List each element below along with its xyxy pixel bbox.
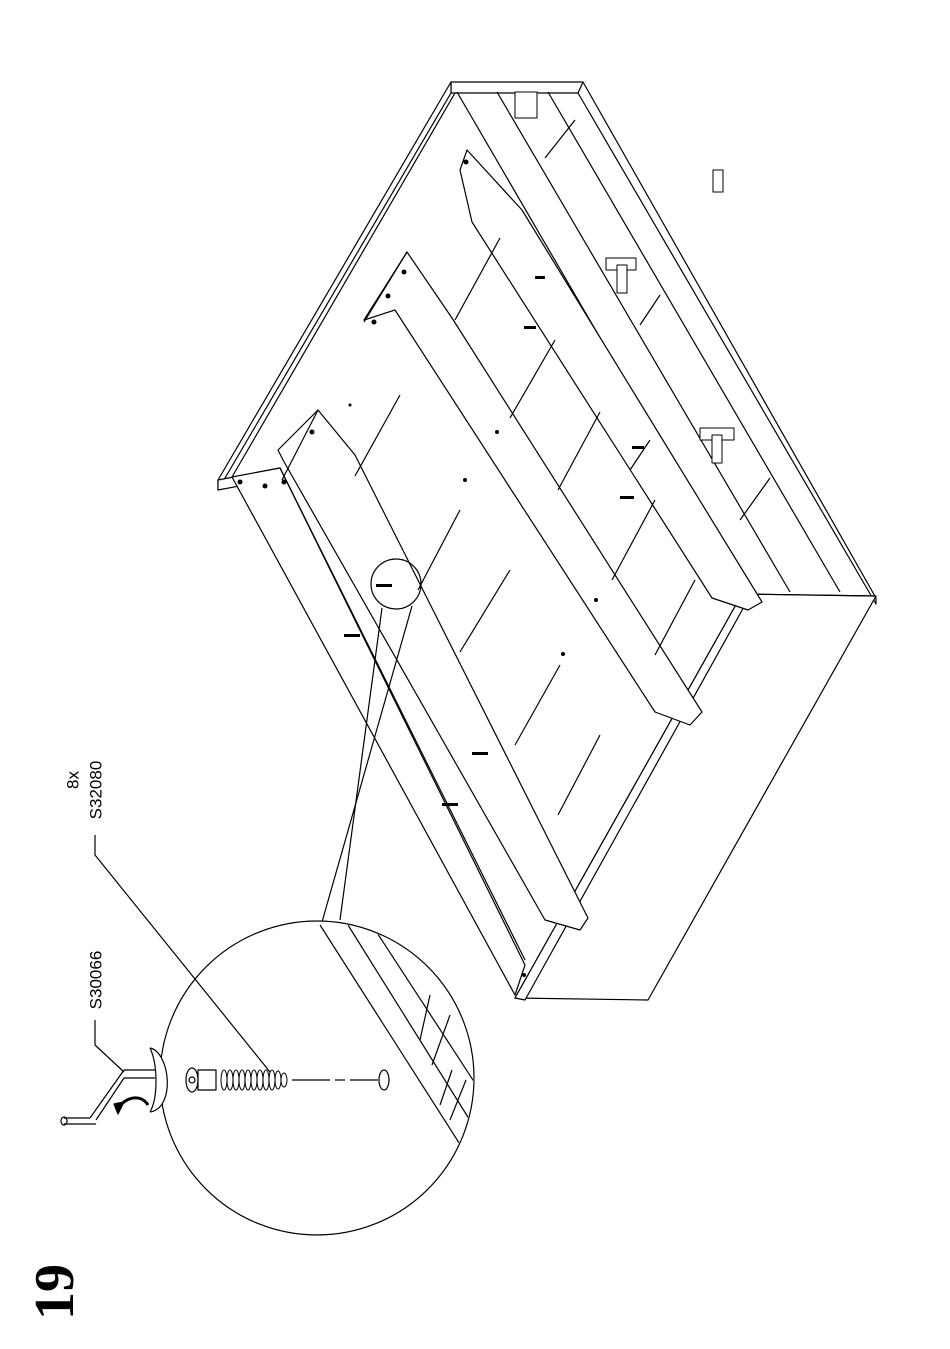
tool-leader-line xyxy=(95,1020,124,1072)
tool-part-number: S30066 xyxy=(86,951,105,1010)
detail-callout xyxy=(61,835,486,1235)
foot-board xyxy=(515,594,876,1000)
hex-key-icon xyxy=(61,1048,167,1125)
bed-frame xyxy=(218,82,876,1000)
quantity-label: 8x xyxy=(63,771,82,789)
right-side-rail xyxy=(578,82,876,604)
screw-part-number: S32080 xyxy=(86,761,105,820)
head-board xyxy=(451,82,583,93)
step-number: 19 xyxy=(24,1264,86,1320)
